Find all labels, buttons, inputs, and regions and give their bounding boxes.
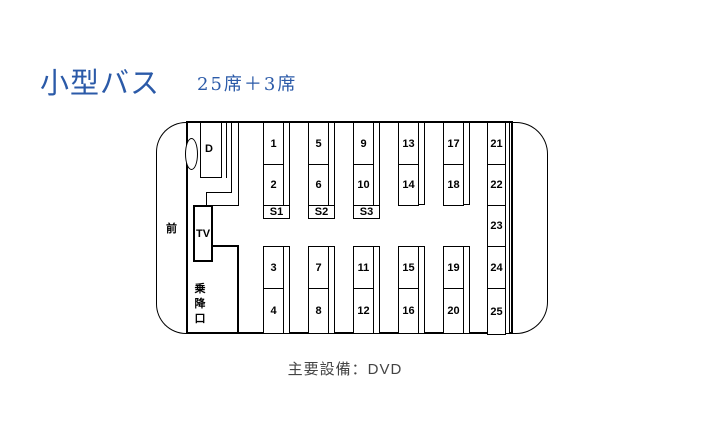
seat-back[interactable]: [463, 246, 470, 334]
seat-7[interactable]: 7: [308, 246, 329, 289]
seat-4[interactable]: 4: [263, 288, 284, 334]
door-wall: [237, 245, 239, 334]
front-label: 前: [166, 223, 177, 235]
seat-11[interactable]: 11: [353, 246, 374, 289]
seat-24[interactable]: 24: [487, 246, 506, 289]
door-label-char: 乗: [194, 283, 206, 295]
door-label-char: 口: [194, 313, 206, 325]
divider: [238, 122, 239, 205]
seat-S1[interactable]: S1: [263, 205, 290, 219]
seat-6[interactable]: 6: [308, 164, 329, 206]
tv-box: TV: [193, 205, 213, 262]
door-wall: [212, 245, 239, 247]
seat-back[interactable]: [463, 122, 470, 205]
divider: [206, 192, 207, 205]
seat-1[interactable]: 1: [263, 122, 284, 165]
seat-18[interactable]: 18: [443, 164, 464, 206]
seat-8[interactable]: 8: [308, 288, 329, 334]
seat-13[interactable]: 13: [398, 122, 419, 165]
seat-22[interactable]: 22: [487, 164, 506, 206]
divider: [226, 122, 227, 178]
door-label: 乗 降 口: [194, 282, 206, 327]
seat-21[interactable]: 21: [487, 122, 506, 165]
seat-S2[interactable]: S2: [308, 205, 335, 219]
seat-S3[interactable]: S3: [353, 205, 380, 219]
seat-17[interactable]: 17: [443, 122, 464, 165]
seat-back[interactable]: [373, 246, 380, 334]
seat-5[interactable]: 5: [308, 122, 329, 165]
divider: [231, 122, 232, 192]
seat-19[interactable]: 19: [443, 246, 464, 289]
rear-wall: [511, 122, 512, 334]
seat-3[interactable]: 3: [263, 246, 284, 289]
driver-seat: [200, 122, 222, 178]
seat-25[interactable]: 25: [487, 288, 506, 335]
door-label-char: 降: [194, 298, 206, 310]
divider: [206, 192, 232, 193]
seat-15[interactable]: 15: [398, 246, 419, 289]
seat-20[interactable]: 20: [443, 288, 464, 334]
seat-12[interactable]: 12: [353, 288, 374, 334]
seat-back[interactable]: [418, 246, 425, 334]
seat-back[interactable]: [283, 246, 290, 334]
seat-14[interactable]: 14: [398, 164, 419, 206]
driver-label: D: [205, 143, 213, 155]
page-title: 小型バス: [40, 66, 161, 100]
seat-count: 25席＋3席: [197, 74, 298, 95]
seat-2[interactable]: 2: [263, 164, 284, 206]
seat-back[interactable]: [418, 122, 425, 205]
seat-back[interactable]: [328, 246, 335, 334]
equipment-caption: 主要設備：DVD: [287, 361, 403, 378]
seat-9[interactable]: 9: [353, 122, 374, 165]
seat-10[interactable]: 10: [353, 164, 374, 206]
divider: [206, 205, 239, 206]
seat-16[interactable]: 16: [398, 288, 419, 334]
seat-23[interactable]: 23: [487, 205, 506, 247]
steering-wheel-icon: [185, 138, 198, 170]
